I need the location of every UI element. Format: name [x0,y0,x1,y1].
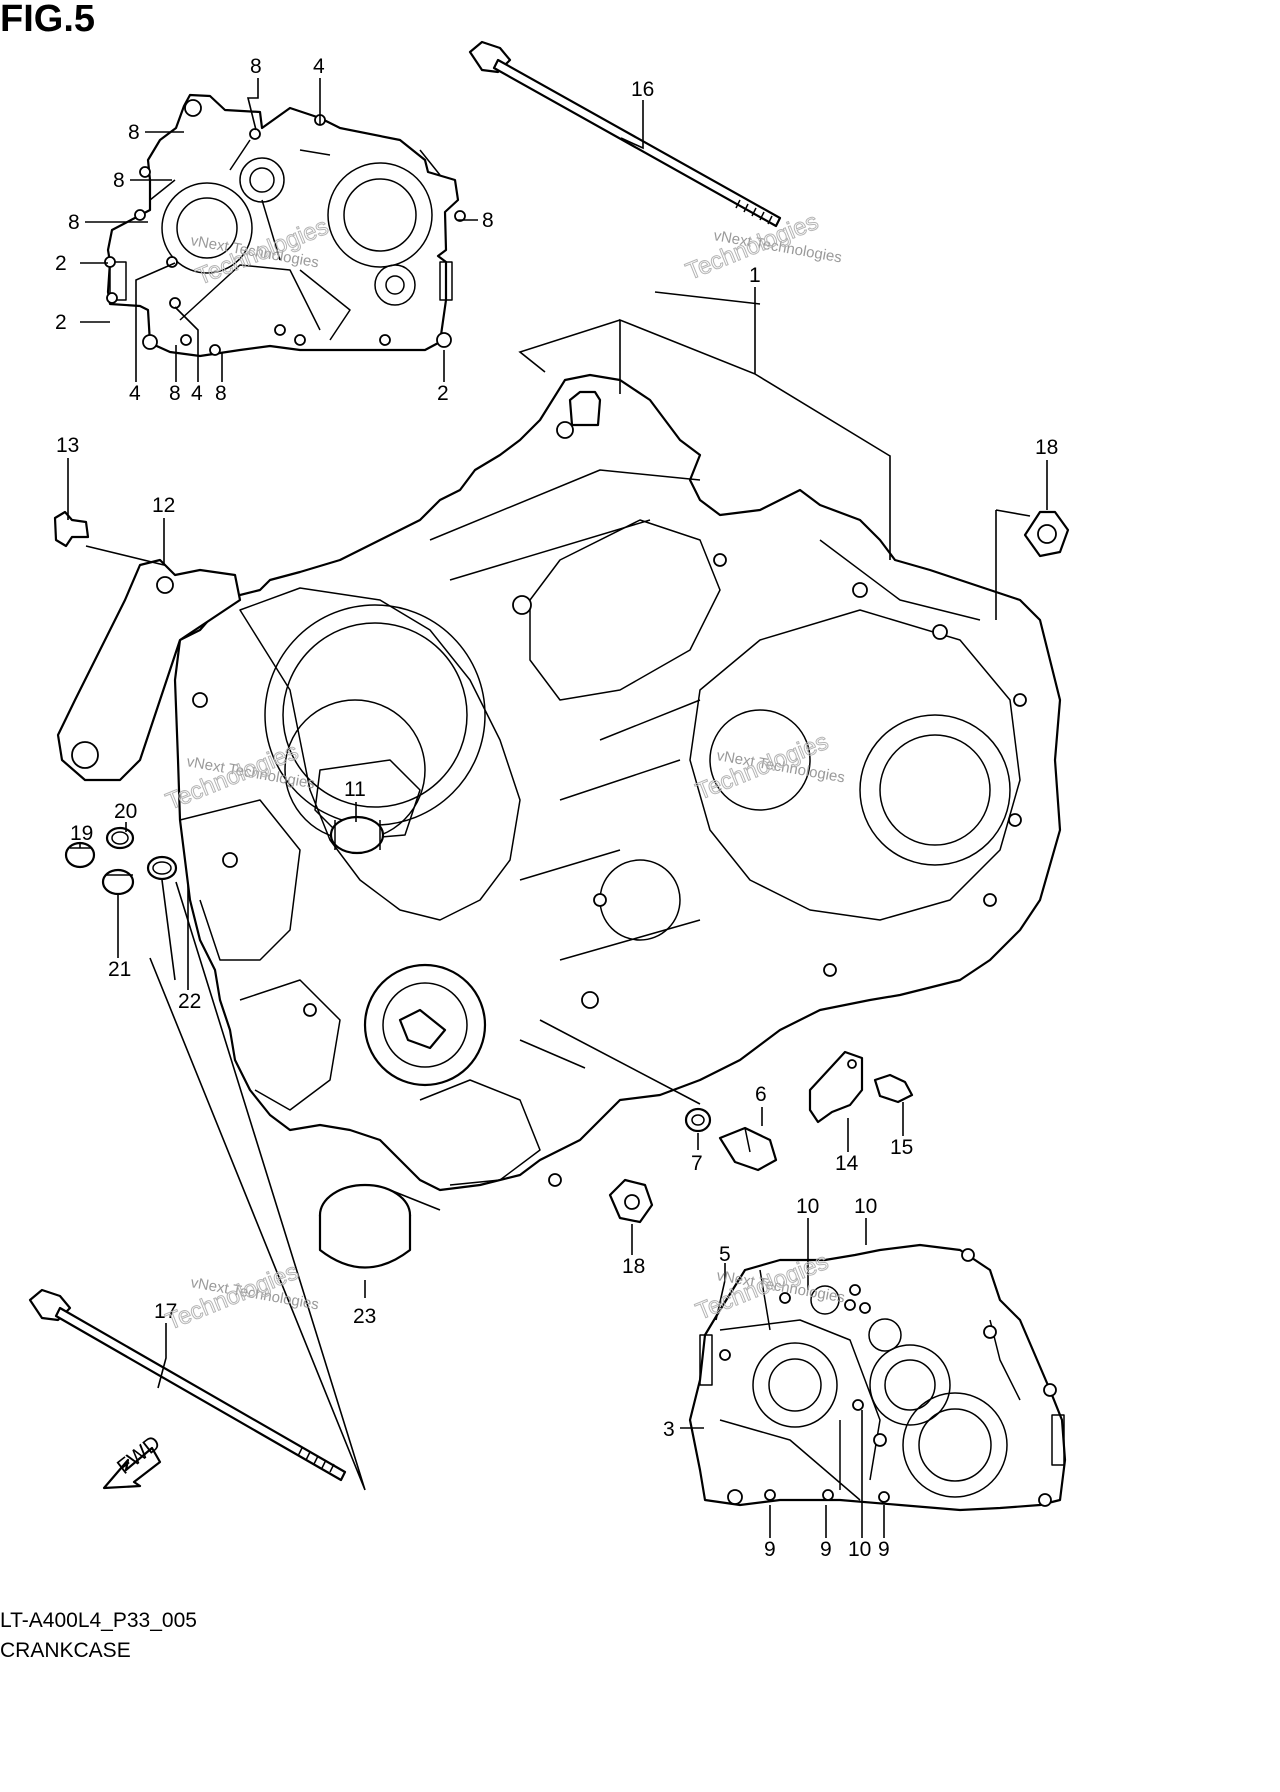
figure-title: FIG.5 [0,0,96,40]
callout-9: 9 [820,1538,832,1561]
callout-8: 8 [113,169,125,192]
callout-1: 1 [749,264,761,287]
callout-20: 20 [114,800,137,823]
plug-19 [64,841,96,869]
callout-2: 2 [55,311,67,334]
callout-10: 10 [854,1195,877,1218]
callout-16: 16 [631,78,654,101]
bolt-15 [873,1073,914,1104]
callout-10: 10 [848,1538,871,1561]
callout-4: 4 [129,382,141,405]
callout-12: 12 [152,494,175,517]
callout-14: 14 [835,1152,859,1175]
callout-5: 5 [719,1243,731,1266]
callout-8: 8 [169,382,181,405]
callout-labels: 8 4 8 8 8 8 2 2 4 8 4 8 2 16 1 13 12 18 … [55,55,1058,1561]
callout-3: 3 [663,1418,675,1441]
main-crankcase-body [173,373,1062,1192]
bolt-16 [468,40,782,228]
callout-9: 9 [878,1538,890,1561]
inset-left-crankcase-half [104,93,466,358]
callout-8: 8 [250,55,262,78]
inset-right-crankcase-half [688,1243,1067,1512]
callout-4: 4 [191,382,203,405]
callout-7: 7 [691,1152,703,1175]
callout-4: 4 [313,55,325,78]
callout-11: 11 [344,778,366,801]
callout-19: 19 [70,822,93,845]
nut-18-upper [1023,510,1070,558]
callout-13: 13 [56,434,79,457]
plug-21 [101,868,135,896]
callout-9: 9 [764,1538,776,1561]
figure-name: CRANKCASE [0,1639,131,1662]
callout-6: 6 [755,1083,767,1106]
nut-18-lower [608,1178,654,1224]
callout-8: 8 [128,121,140,144]
callout-8: 8 [215,382,227,405]
callout-23: 23 [353,1305,376,1328]
callout-18: 18 [622,1255,645,1278]
bolt-13 [53,510,90,548]
figure-code: LT-A400L4_P33_005 [0,1609,197,1632]
o-ring-22 [146,855,178,881]
bolt-6 [718,1126,778,1172]
callout-22: 22 [178,990,201,1013]
bolt-17 [28,1288,347,1482]
callout-15: 15 [890,1136,913,1159]
callout-10: 10 [796,1195,819,1218]
plate-14 [808,1050,864,1124]
cap-23 [318,1183,412,1269]
callout-8: 8 [482,209,494,232]
callout-2: 2 [55,252,67,275]
callout-21: 21 [108,958,131,981]
washer-7 [684,1107,712,1133]
callout-18: 18 [1035,436,1058,459]
bracket-12 [56,558,242,782]
callout-17: 17 [154,1300,177,1323]
o-ring-20 [105,826,135,850]
fwd-arrow-icon: FWD [102,1431,165,1490]
callout-8: 8 [68,211,80,234]
leader-lines [67,78,1048,1538]
callout-2: 2 [437,382,449,405]
